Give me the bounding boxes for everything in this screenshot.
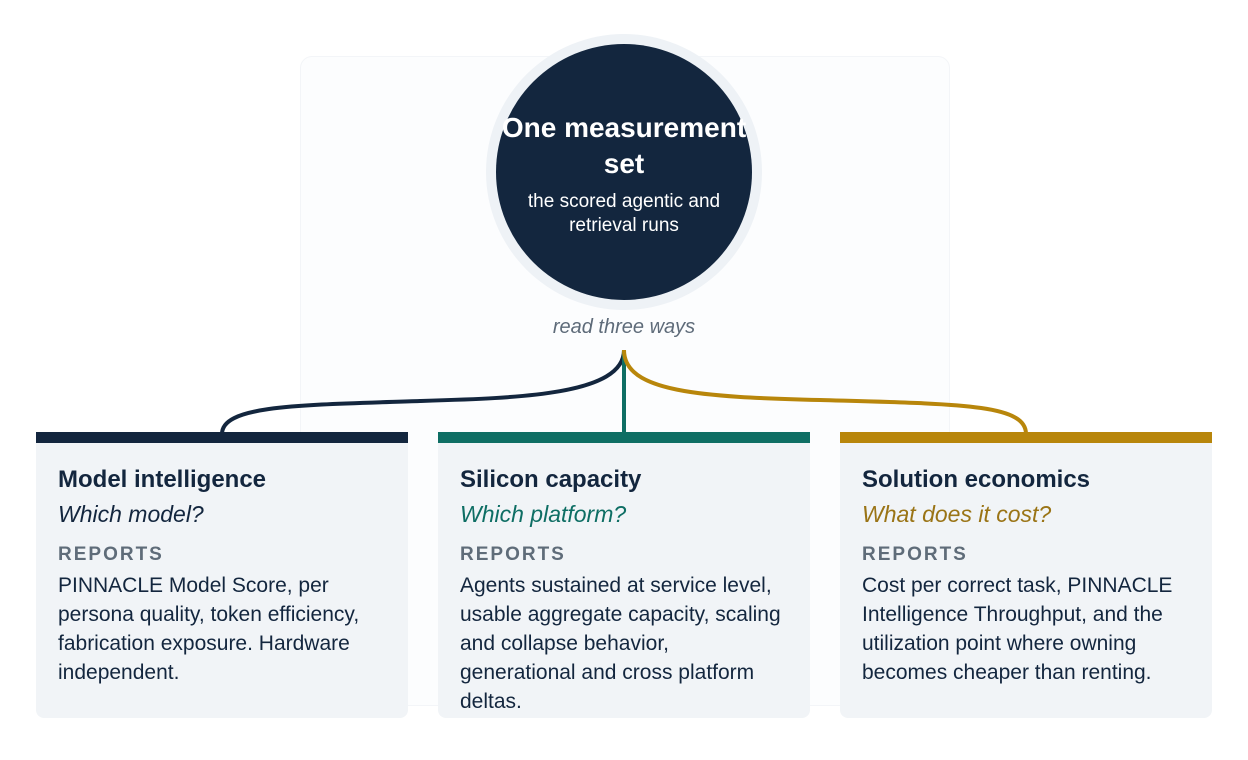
card-reports-label: REPORTS [862,544,968,565]
hub-subtitle: the scored agentic and retrieval runs [527,191,721,236]
connector-economics [622,349,1028,435]
card-reports-label: REPORTS [58,544,164,565]
card-title: Solution economics [862,466,1091,493]
card-body: Cost per correct task, PINNACLE Intellig… [862,574,1173,684]
card-question: Which platform? [460,501,627,527]
card-title: Silicon capacity [460,466,642,493]
card-reports-label: REPORTS [460,544,566,565]
card-model-intelligence: Model intelligence Which model? REPORTS … [36,432,408,718]
card-accent-bar [36,432,408,443]
card-body: PINNACLE Model Score, per persona qualit… [58,574,360,684]
card-accent-bar [840,432,1212,443]
card-solution-economics: Solution economics What does it cost? RE… [840,432,1212,718]
card-title: Model intelligence [58,466,267,493]
hub-circle: One measurement set the scored agentic a… [496,44,752,300]
card-question: Which model? [58,501,204,527]
card-question: What does it cost? [862,501,1052,527]
card-accent-bar [438,432,810,443]
hub-title: One measurement set [501,112,747,179]
card-silicon-capacity: Silicon capacity Which platform? REPORTS… [438,432,810,718]
connector-model [220,349,626,435]
card-body: Agents sustained at service level, usabl… [460,574,781,713]
connector-label: read three ways [552,316,696,338]
